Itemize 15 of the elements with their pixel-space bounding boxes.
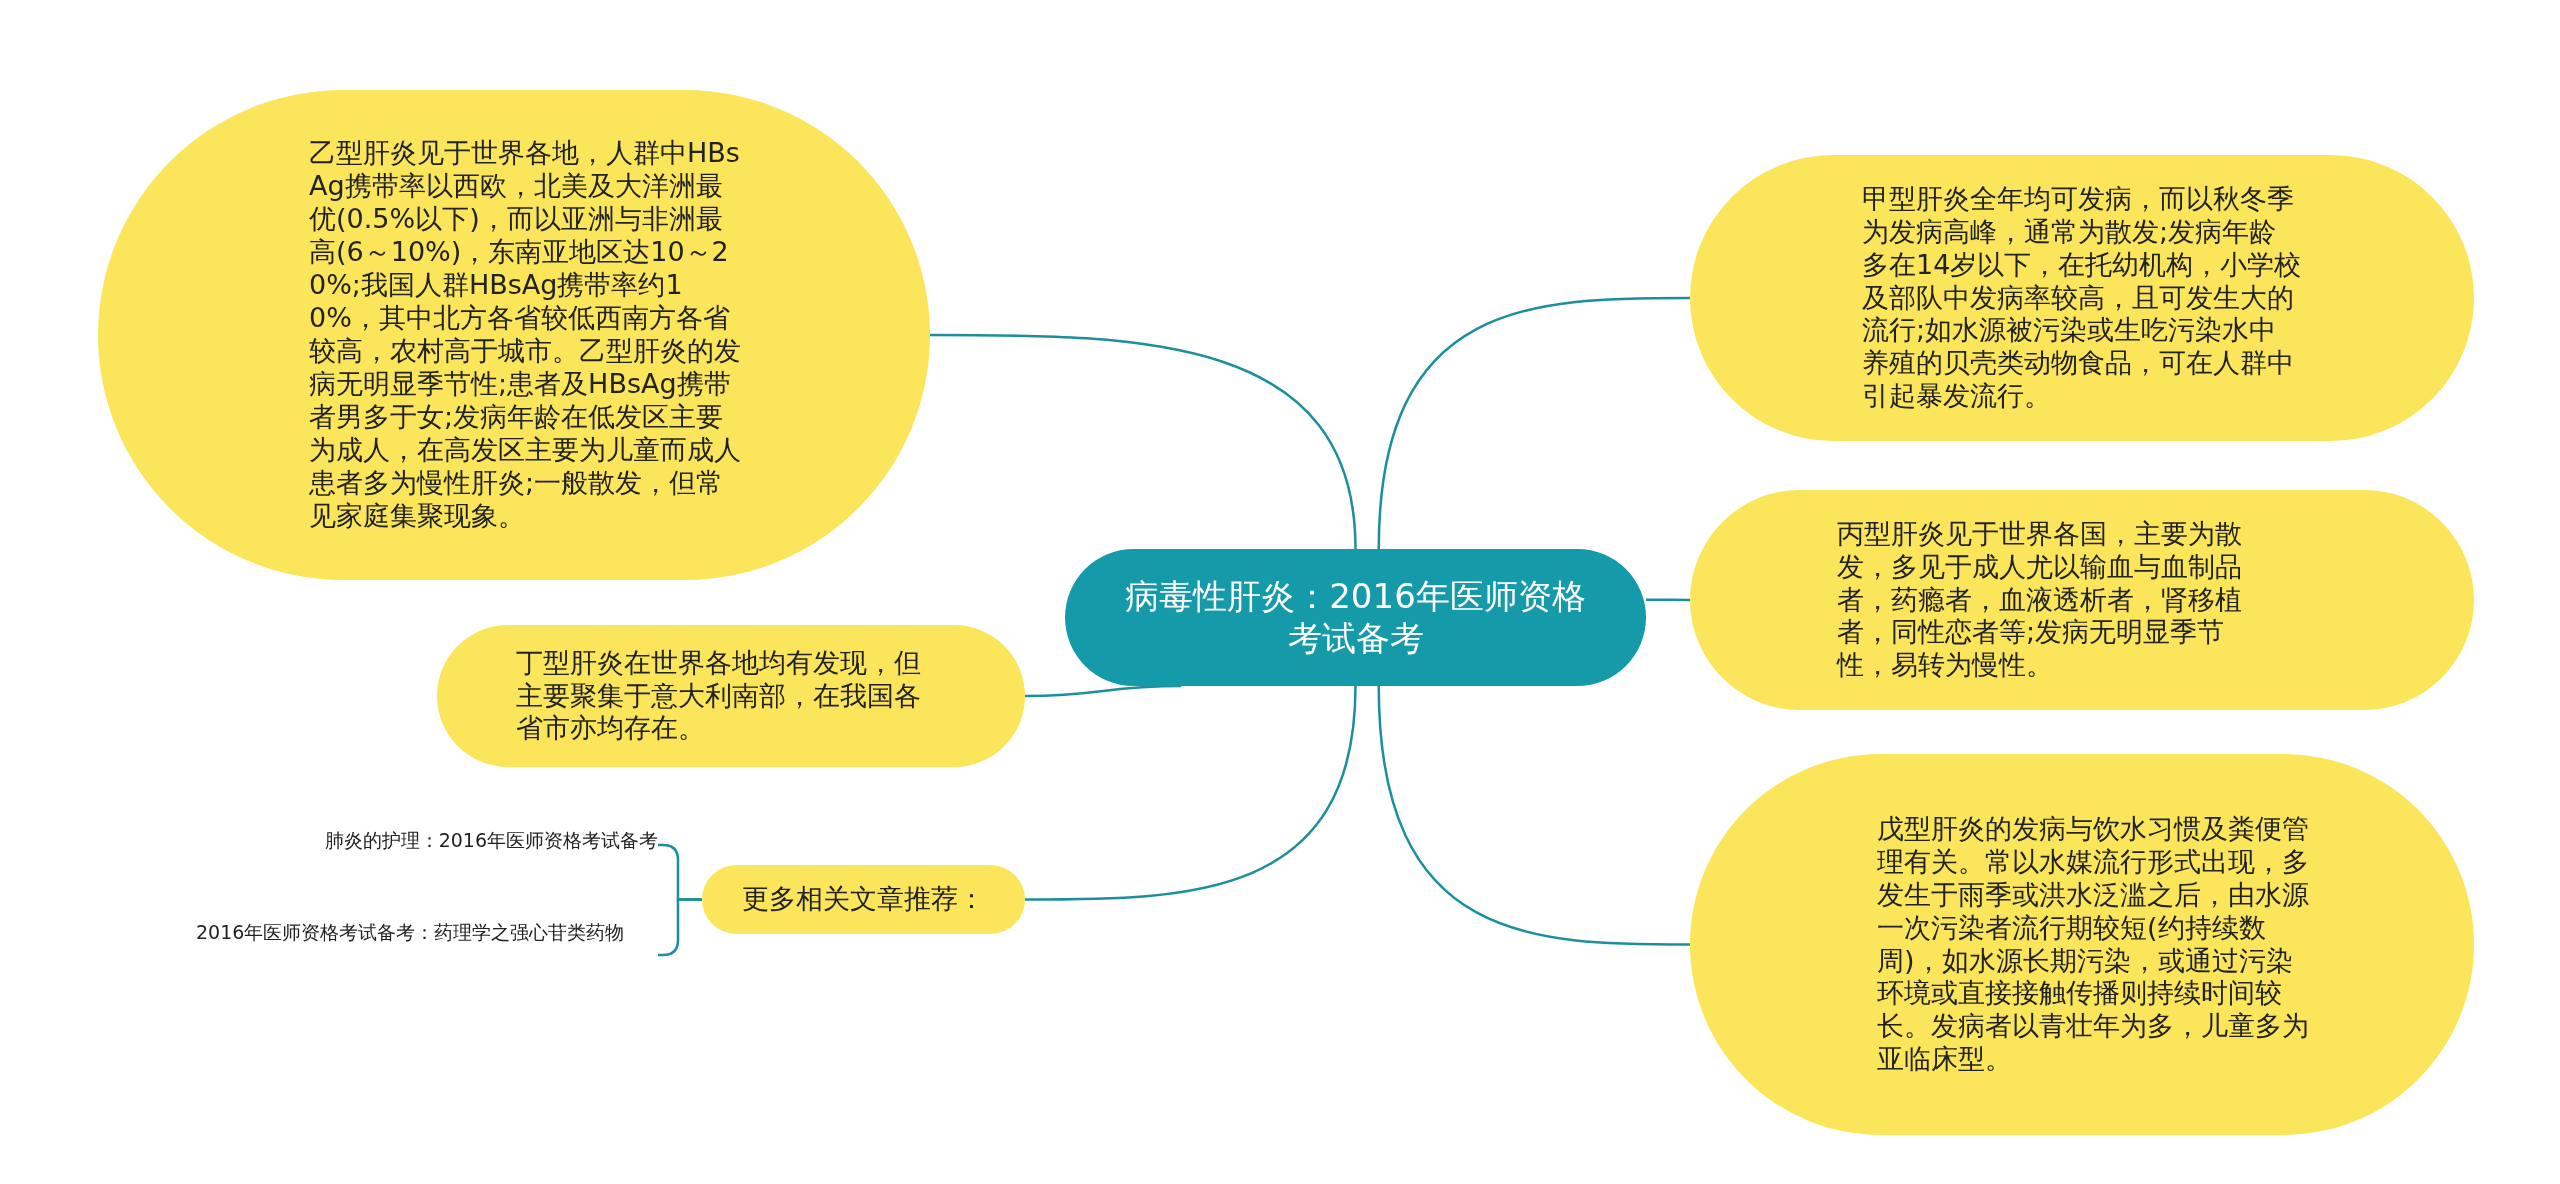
central-topic-text: 病毒性肝炎：2016年医师资格考试备考 (1124, 576, 1587, 659)
topic-text: 丁型肝炎在世界各地均有发现，但主要聚集于意大利南部，在我国各省市亦均存在。 (516, 646, 922, 746)
topic-text: 戊型肝炎的发病与饮水习惯及粪便管理有关。常以水媒流行形式出现，多发生于雨季或洪水泛滥之后，由水源一次污染者流行期较短(约持续数周)，如水源长期污染，或通过污染环境或直接接触传播则持续时间较长。发病者以青壮年为多，儿童多为亚临床型。 (1877, 812, 2310, 1077)
related-article-text: 2016年医师资格考试备考：药理学之强心苷类药物 (196, 920, 658, 990)
topic-text: 甲型肝炎全年均可发病，而以秋冬季为发病高峰，通常为散发;发病年龄多在14岁以下，在托幼机构，小学校及部队中发病率较高，且可发生大的流行;如水源被污染或生吃污染水中养殖的贝壳类动物食品，可在人群中引起暴发流行。 (1862, 182, 2302, 414)
branch-connector (1377, 685, 1690, 946)
topic-text: 丙型肝炎见于世界各国，主要为散发，多见于成人尤以输血与血制品者，药瘾者，血液透析者，肾移植者，同性恋者等;发病无明显季节性，易转为慢性。 (1837, 517, 2243, 683)
related-article-text: 肺炎的护理：2016年医师资格考试备考 (230, 828, 658, 862)
branch-connector (1025, 684, 1182, 698)
topic-text: 更多相关文章推荐： (742, 883, 985, 916)
branch-connector (1646, 598, 1690, 602)
branch-connector (930, 333, 1357, 550)
branch-connector (1025, 685, 1357, 901)
branch-connector (1377, 296, 1690, 550)
topic-text: 乙型肝炎见于世界各地，人群中HBsAg携带率以西欧，北美及大洋洲最优(0.5%以下)，而以亚洲与非洲最高(6～10%)，东南亚地区达10～20%;我国人群HBsAg携带率约10%，其中北方各省较低西南方各省较高，农村高于城市。乙型肝炎的发病无明显季节性;患者及HBsAg携带者男多于女;发病年龄在低发区主要为成人，在高发区主要为儿童而成人患者多为慢性肝炎;一般散发，但常见家庭集聚现象。 (309, 137, 742, 533)
